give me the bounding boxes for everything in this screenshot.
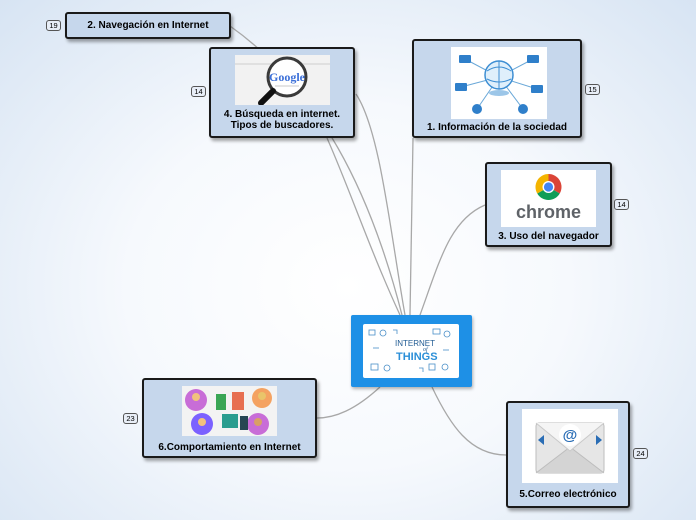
connector-navegador bbox=[419, 204, 486, 316]
center-text-of: of bbox=[423, 346, 429, 353]
node-correo[interactable]: @ 5.Correo electrónico bbox=[506, 401, 630, 508]
node-busqueda-label-1: 4. Búsqueda en internet. bbox=[223, 109, 341, 120]
badge-informacion[interactable]: 15 bbox=[585, 84, 600, 95]
node-navegador[interactable]: chrome 3. Uso del navegador bbox=[485, 162, 612, 247]
node-comportamiento-label: 6.Comportamiento en Internet bbox=[158, 442, 301, 453]
chrome-logo-image: chrome bbox=[501, 170, 596, 227]
connector-correo bbox=[431, 386, 507, 456]
node-navegacion-label: 2. Navegación en Internet bbox=[87, 20, 209, 31]
node-informacion[interactable]: 1. Información de la sociedad bbox=[412, 39, 582, 138]
google-magnifier-image: Google bbox=[235, 55, 330, 105]
at-sign-icon: @ bbox=[563, 427, 578, 444]
connector-busqueda-a bbox=[326, 137, 401, 316]
google-word: Google bbox=[269, 70, 306, 84]
node-navegacion[interactable]: 2. Navegación en Internet bbox=[65, 12, 231, 39]
badge-correo[interactable]: 24 bbox=[633, 448, 648, 459]
people-collage-image bbox=[182, 386, 277, 436]
node-navegador-label: 3. Uso del navegador bbox=[498, 231, 599, 242]
connector-informacion bbox=[409, 137, 414, 316]
node-busqueda-label-2: Tipos de buscadores. bbox=[230, 120, 334, 131]
node-informacion-label: 1. Información de la sociedad bbox=[426, 122, 568, 133]
center-text-internet: INTERNET bbox=[395, 339, 435, 348]
global-network-image bbox=[451, 47, 547, 119]
connector-comportamiento bbox=[316, 386, 381, 419]
node-comportamiento[interactable]: 6.Comportamiento en Internet bbox=[142, 378, 317, 458]
badge-comportamiento[interactable]: 23 bbox=[123, 413, 138, 424]
node-busqueda[interactable]: Google 4. Búsqueda en internet. Tipos de… bbox=[209, 47, 355, 138]
badge-navegador[interactable]: 14 bbox=[614, 199, 629, 210]
central-topic-node[interactable]: INTERNET of THINGS bbox=[351, 315, 472, 387]
center-text-things: THINGS bbox=[396, 351, 438, 363]
badge-navegacion[interactable]: 19 bbox=[46, 20, 61, 31]
connector-busqueda-b bbox=[355, 93, 406, 316]
internet-of-things-image: INTERNET of THINGS bbox=[363, 324, 459, 378]
email-envelope-image: @ bbox=[522, 409, 618, 483]
node-correo-label: 5.Correo electrónico bbox=[519, 489, 617, 500]
chrome-word: chrome bbox=[516, 202, 581, 222]
badge-busqueda[interactable]: 14 bbox=[191, 86, 206, 97]
